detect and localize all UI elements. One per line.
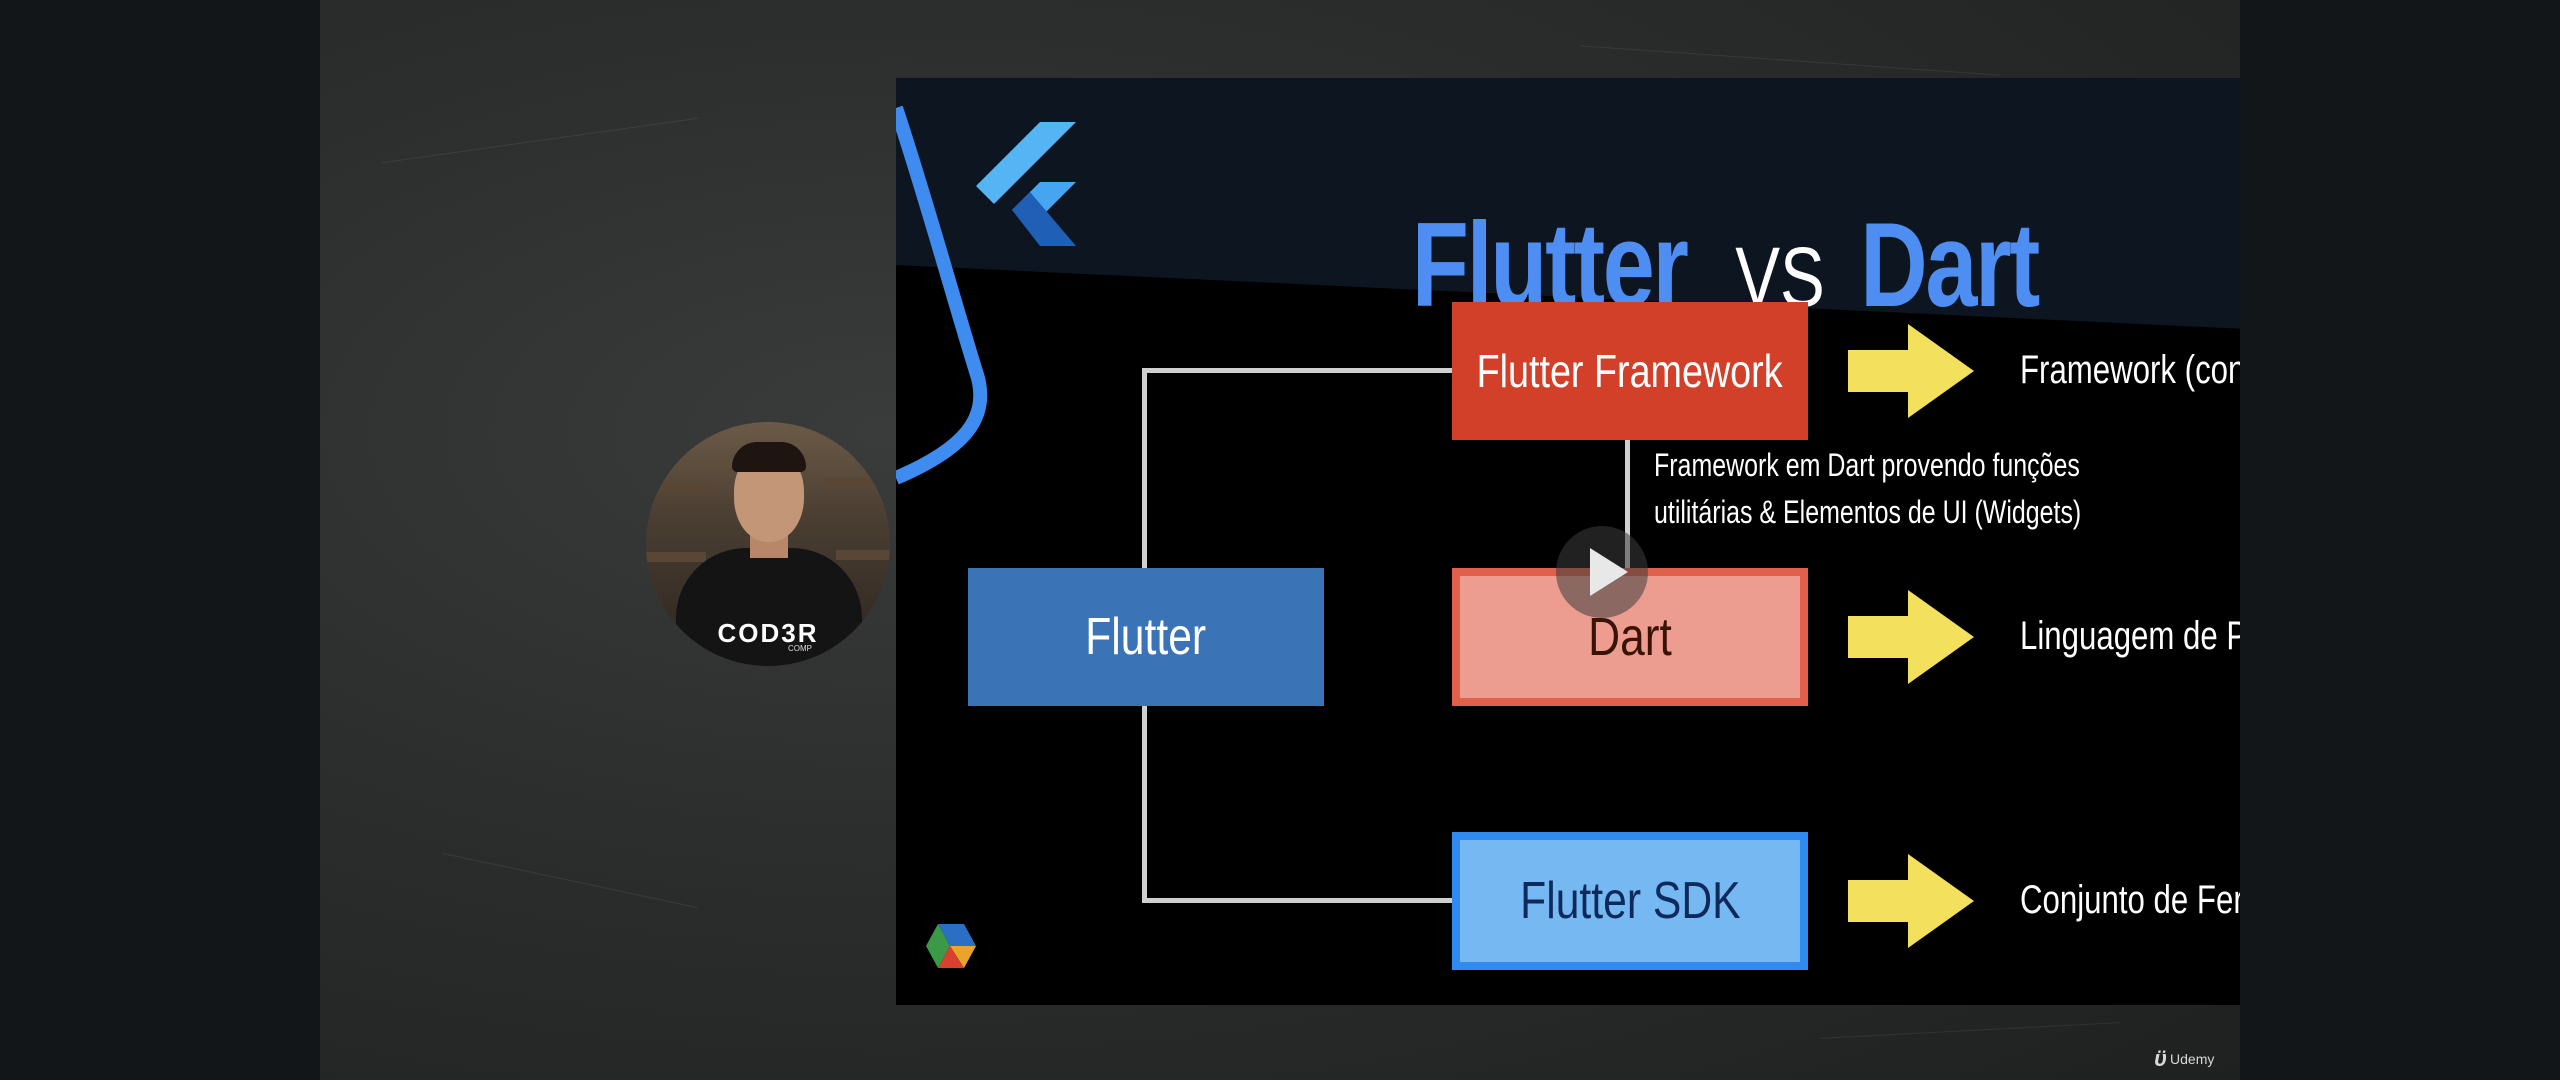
instructor-shirt bbox=[676, 548, 862, 666]
flutter-framework-box: Flutter Framework bbox=[1452, 302, 1808, 440]
instructor-webcam: COD3R COMP bbox=[646, 422, 890, 666]
flutter-label: Flutter bbox=[1085, 608, 1207, 666]
arrow-right-icon bbox=[1848, 854, 1974, 948]
flutter-sdk-label: Flutter SDK bbox=[1519, 872, 1741, 930]
shirt-brand-sub: COMP bbox=[788, 644, 812, 653]
flutter-box: Flutter bbox=[968, 568, 1324, 706]
arrow-right-icon bbox=[1848, 324, 1974, 418]
presentation-slide: Flutter VS Dart Flutter Framework Flutte… bbox=[896, 78, 2240, 1005]
slide-header-band bbox=[896, 78, 2240, 485]
framework-description: Framework (conjunto de recursos) bbox=[2020, 348, 2240, 392]
framework-note-line1: Framework em Dart provendo funções bbox=[1654, 447, 2080, 483]
connector-top bbox=[1142, 368, 1454, 373]
connector-framework-dart bbox=[1625, 438, 1630, 570]
framework-note: Framework em Dart provendo funções utili… bbox=[1654, 442, 2081, 536]
dart-description: Linguagem de Programação bbox=[2020, 614, 2240, 658]
connector-bottom bbox=[1142, 898, 1454, 903]
shirt-brand: COD3R bbox=[717, 618, 819, 648]
framework-note-line2: utilitárias & Elementos de UI (Widgets) bbox=[1654, 494, 2082, 530]
play-icon[interactable] bbox=[1554, 524, 1650, 620]
title-dart: Dart bbox=[1859, 198, 2040, 332]
flutter-sdk-box: Flutter SDK bbox=[1452, 832, 1808, 970]
cod3r-corner-logo-icon bbox=[926, 924, 976, 968]
udemy-logo-icon: ϋ bbox=[2154, 1046, 2168, 1071]
flutter-logo-icon bbox=[976, 122, 1076, 246]
connector-vertical-bottom bbox=[1142, 704, 1147, 902]
arrow-right-icon bbox=[1848, 590, 1974, 684]
udemy-label: Udemy bbox=[2170, 1051, 2215, 1067]
connector-vertical-top bbox=[1142, 368, 1147, 570]
video-frame: Flutter VS Dart Flutter Framework Flutte… bbox=[320, 0, 2240, 1080]
sdk-description: Conjunto de Ferramentas bbox=[2020, 878, 2240, 922]
udemy-watermark: ϋ Udemy bbox=[2154, 1046, 2214, 1072]
flutter-framework-label: Flutter Framework bbox=[1477, 345, 1784, 397]
